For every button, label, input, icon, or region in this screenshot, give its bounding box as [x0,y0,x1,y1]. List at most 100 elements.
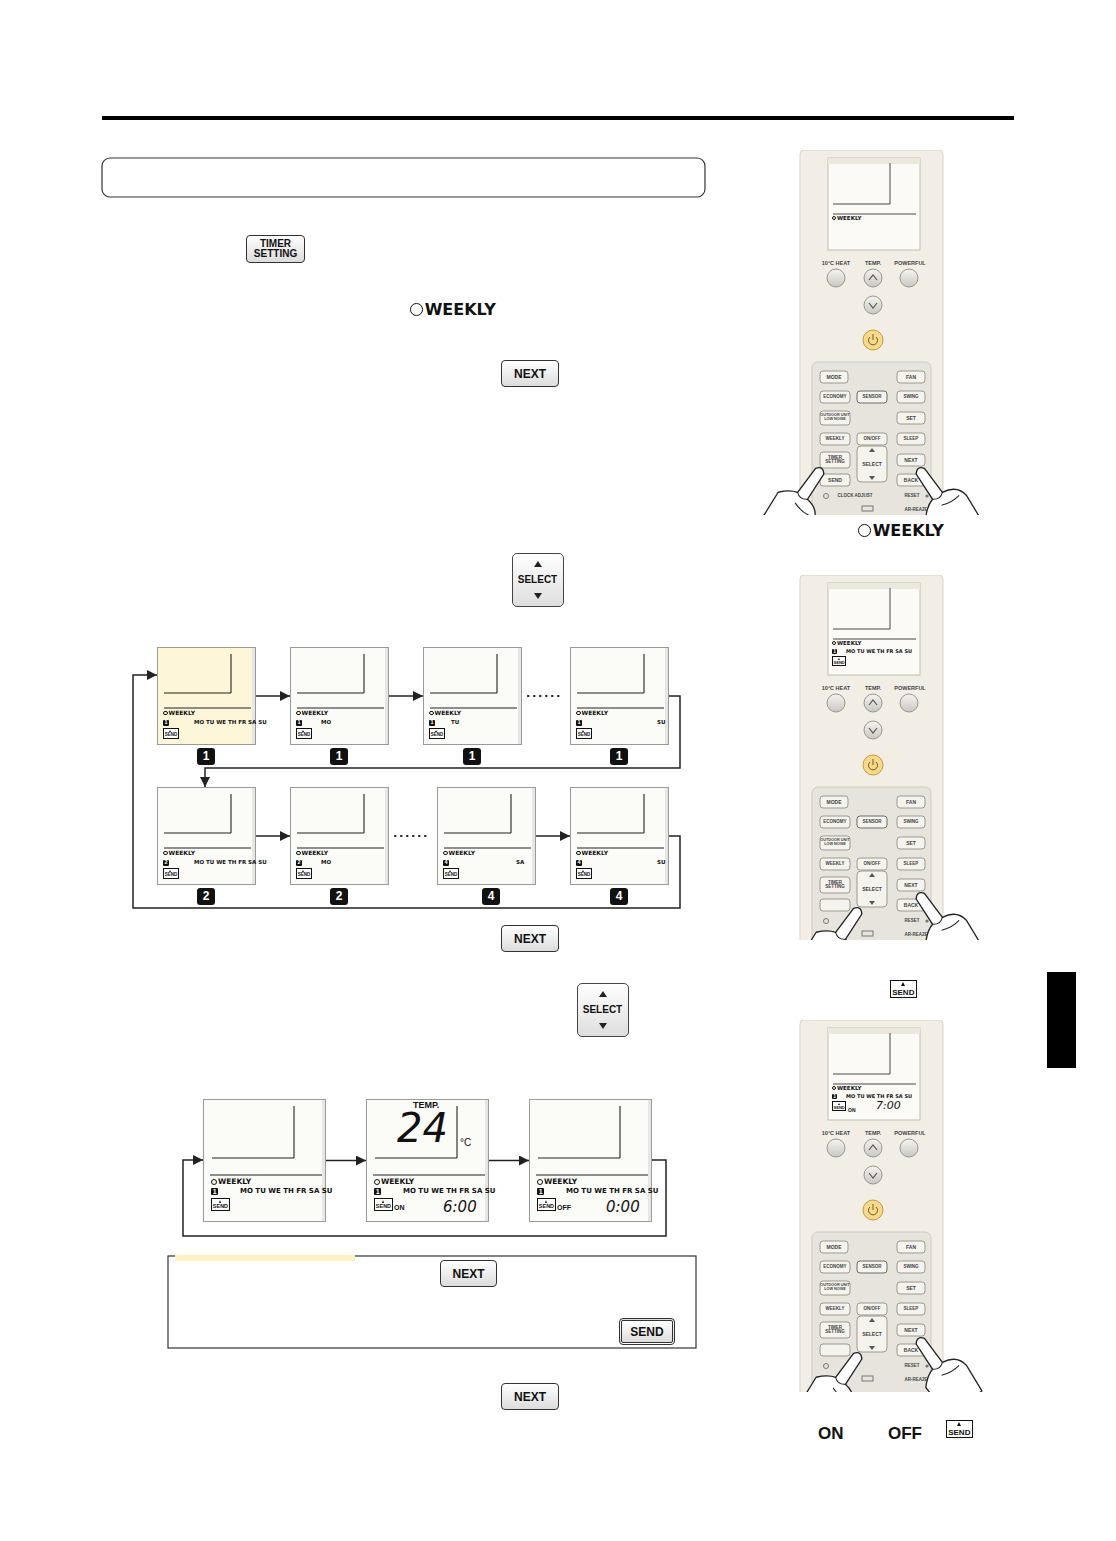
remote-button [897,796,925,808]
day-text: MO TU WE TH FR SA SU [240,1188,333,1195]
power-symbol [869,334,878,345]
program-number: 1 [832,1094,837,1099]
round-button [827,1139,845,1157]
day-text: MO TU WE TH FR SA SU [403,1188,496,1195]
mode-indicator: WEEKLY [576,710,608,716]
button-label: 10°C HEAT [814,260,858,268]
display-digits: 24 [397,1108,448,1148]
button-label: ON/OFF [857,1303,887,1315]
step-number: 4 [610,888,628,905]
remote-button [897,816,925,828]
remote-button [820,836,850,850]
send-icon: SEND [832,1101,846,1111]
day-text: TU [451,720,459,726]
remote-button [897,1282,925,1294]
mode-indicator: WEEKLY [163,710,195,716]
button-label: POWERFUL [890,685,930,693]
select-button: SELECT [512,553,564,607]
lcd-segment [510,794,511,833]
select-pad [857,446,887,482]
send-button: SEND [619,1318,675,1345]
remote-body [800,150,943,515]
display-text: ON [394,1204,405,1211]
button-label: ECONOMY [820,1261,850,1273]
mode-indicator: WEEKLY [576,850,608,856]
lcd-segment [297,707,384,708]
section-tab [1047,972,1076,1068]
send-icon: SEND [163,728,179,739]
push-button: NEXT [501,925,559,952]
button-text: TIMER SETTING [254,239,298,259]
heading-box [102,158,705,197]
button-label: SLEEP [897,858,925,870]
remote-lcd [828,583,920,675]
round-button [864,296,882,314]
send-icon: SEND [832,656,846,666]
display-text: ON [818,1425,844,1442]
send-icon: SEND [211,1198,230,1211]
hand [900,455,983,515]
hand [796,1341,879,1392]
lcd-segment [577,832,644,833]
step-number: 2 [330,888,348,905]
flow-arrow [489,1160,529,1162]
button-label: AR-REA2E [896,506,936,514]
lcd-segment [577,692,644,693]
lcd-segment [293,1106,294,1158]
hand [758,456,841,515]
remote-button [897,837,925,849]
button-label: BACK [897,1344,925,1356]
remote-button [820,1303,850,1315]
button-label: POWERFUL [890,1130,930,1138]
display-unit: °C [460,1138,471,1148]
remote-button [820,858,850,870]
lcd-segment [164,692,231,693]
send-icon: SEND [374,1198,393,1211]
button-label: 10°C HEAT [814,685,858,693]
lcd-segment [643,654,644,693]
lcd-screen: WEEKLY2MO TU WE TH FR SA SUSEND [157,787,256,885]
lcd-segment [833,214,916,215]
program-number: 1 [832,649,837,654]
button-label: OUTDOOR UNIT LOW NOISE [820,836,850,850]
button-label: MODE [820,796,848,808]
lcd-screen: WEEKLY1MO TU WE TH FR SA SUSEND [203,1099,326,1222]
button-label: AR-REA2E [896,1376,936,1384]
lcd-segment [230,794,231,833]
hand [900,1325,983,1392]
reset-hole [925,494,928,497]
hand [796,896,879,940]
mode-indicator: WEEKLY [429,710,461,716]
flow-arrow [256,695,290,697]
button-label: ON/OFF [857,858,887,870]
clock-hole [824,494,829,499]
program-number: 4 [576,860,582,866]
select-pad [857,871,887,907]
button-label: SENSOR [857,1261,887,1273]
button-label: TIMER SETTING [820,452,850,468]
send-icon: SEND [946,1420,973,1438]
power-button [863,330,883,350]
send-icon: SEND [296,868,312,879]
button-label: SLEEP [897,433,925,445]
day-text: MO TU WE TH FR SA SU [194,720,267,726]
day-text: MO TU WE TH FR SA SU [846,649,912,654]
button-panel [812,787,931,940]
remote-body [800,575,943,940]
remote-button [897,454,925,466]
round-button [827,269,845,287]
remote-button [857,816,887,828]
lcd-segment [297,847,384,848]
top-rule [102,116,1014,120]
button-label: ECONOMY [820,816,850,828]
button-label: WEEKLY [820,433,850,445]
button-label: POWERFUL [890,260,930,268]
flow-arrow [395,835,431,837]
step-number: 1 [463,748,481,765]
button-label: FAN [897,796,925,808]
flow-arrow [256,835,290,837]
mode-indicator: WEEKLY [296,710,328,716]
round-button [864,694,882,712]
select-pad [857,1316,887,1352]
